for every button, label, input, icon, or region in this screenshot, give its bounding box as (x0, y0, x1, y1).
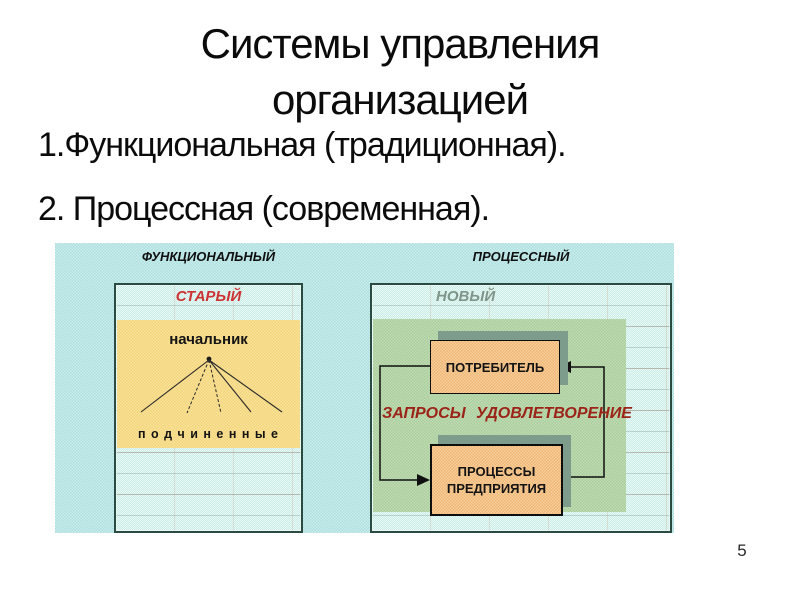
functional-panel: СТАРЫЙ начальник п о д ч и н е н н ы е (114, 283, 303, 533)
processes-box-label-line2: ПРЕДПРИЯТИЯ (446, 481, 547, 496)
processes-box-label-line1: ПРОЦЕССЫ (457, 464, 536, 479)
list-item-process: 2. Процессная (современная). (38, 190, 490, 228)
management-systems-diagram: ФУНКЦИОНАЛЬНЫЙ ПРОЦЕССНЫЙ СТАРЫЙ начальн… (55, 243, 674, 533)
flow-arrows-icon (379, 361, 605, 486)
enterprise-processes-box: ПРОЦЕССЫ ПРЕДПРИЯТИЯ (430, 444, 563, 516)
page-number: 5 (737, 541, 747, 560)
hierarchy-fan-lines-icon (140, 356, 283, 414)
process-panel-header: ПРОЦЕССНЫЙ (472, 249, 570, 264)
slide-title: Системы управления организацией (0, 16, 800, 128)
consumer-box-label: ПОТРЕБИТЕЛЬ (445, 359, 545, 375)
subordinates-label: п о д ч и н е н н ы е (137, 427, 280, 441)
consumer-box: ПОТРЕБИТЕЛЬ (430, 340, 560, 394)
slide-title-line2: организацией (271, 76, 529, 123)
requests-label: ЗАПРОСЫ (382, 405, 466, 422)
old-label: СТАРЫЙ (175, 288, 242, 305)
list-item-functional: 1.Функциональная (традиционная). (38, 126, 567, 164)
hierarchy-box: начальник п о д ч и н е н н ы е (117, 320, 300, 448)
new-label: НОВЫЙ (436, 288, 496, 305)
boss-label: начальник (169, 331, 248, 348)
functional-panel-header: ФУНКЦИОНАЛЬНЫЙ (141, 249, 276, 264)
process-panel: НОВЫЙ ПОТРЕБИТЕЛЬ ПРОЦЕССЫ ПРЕДПРИЯТИЯ З… (370, 283, 672, 533)
slide-title-line1: Системы управления (200, 20, 601, 67)
satisfaction-label: УДОВЛЕТВОРЕНИЕ (476, 405, 632, 422)
